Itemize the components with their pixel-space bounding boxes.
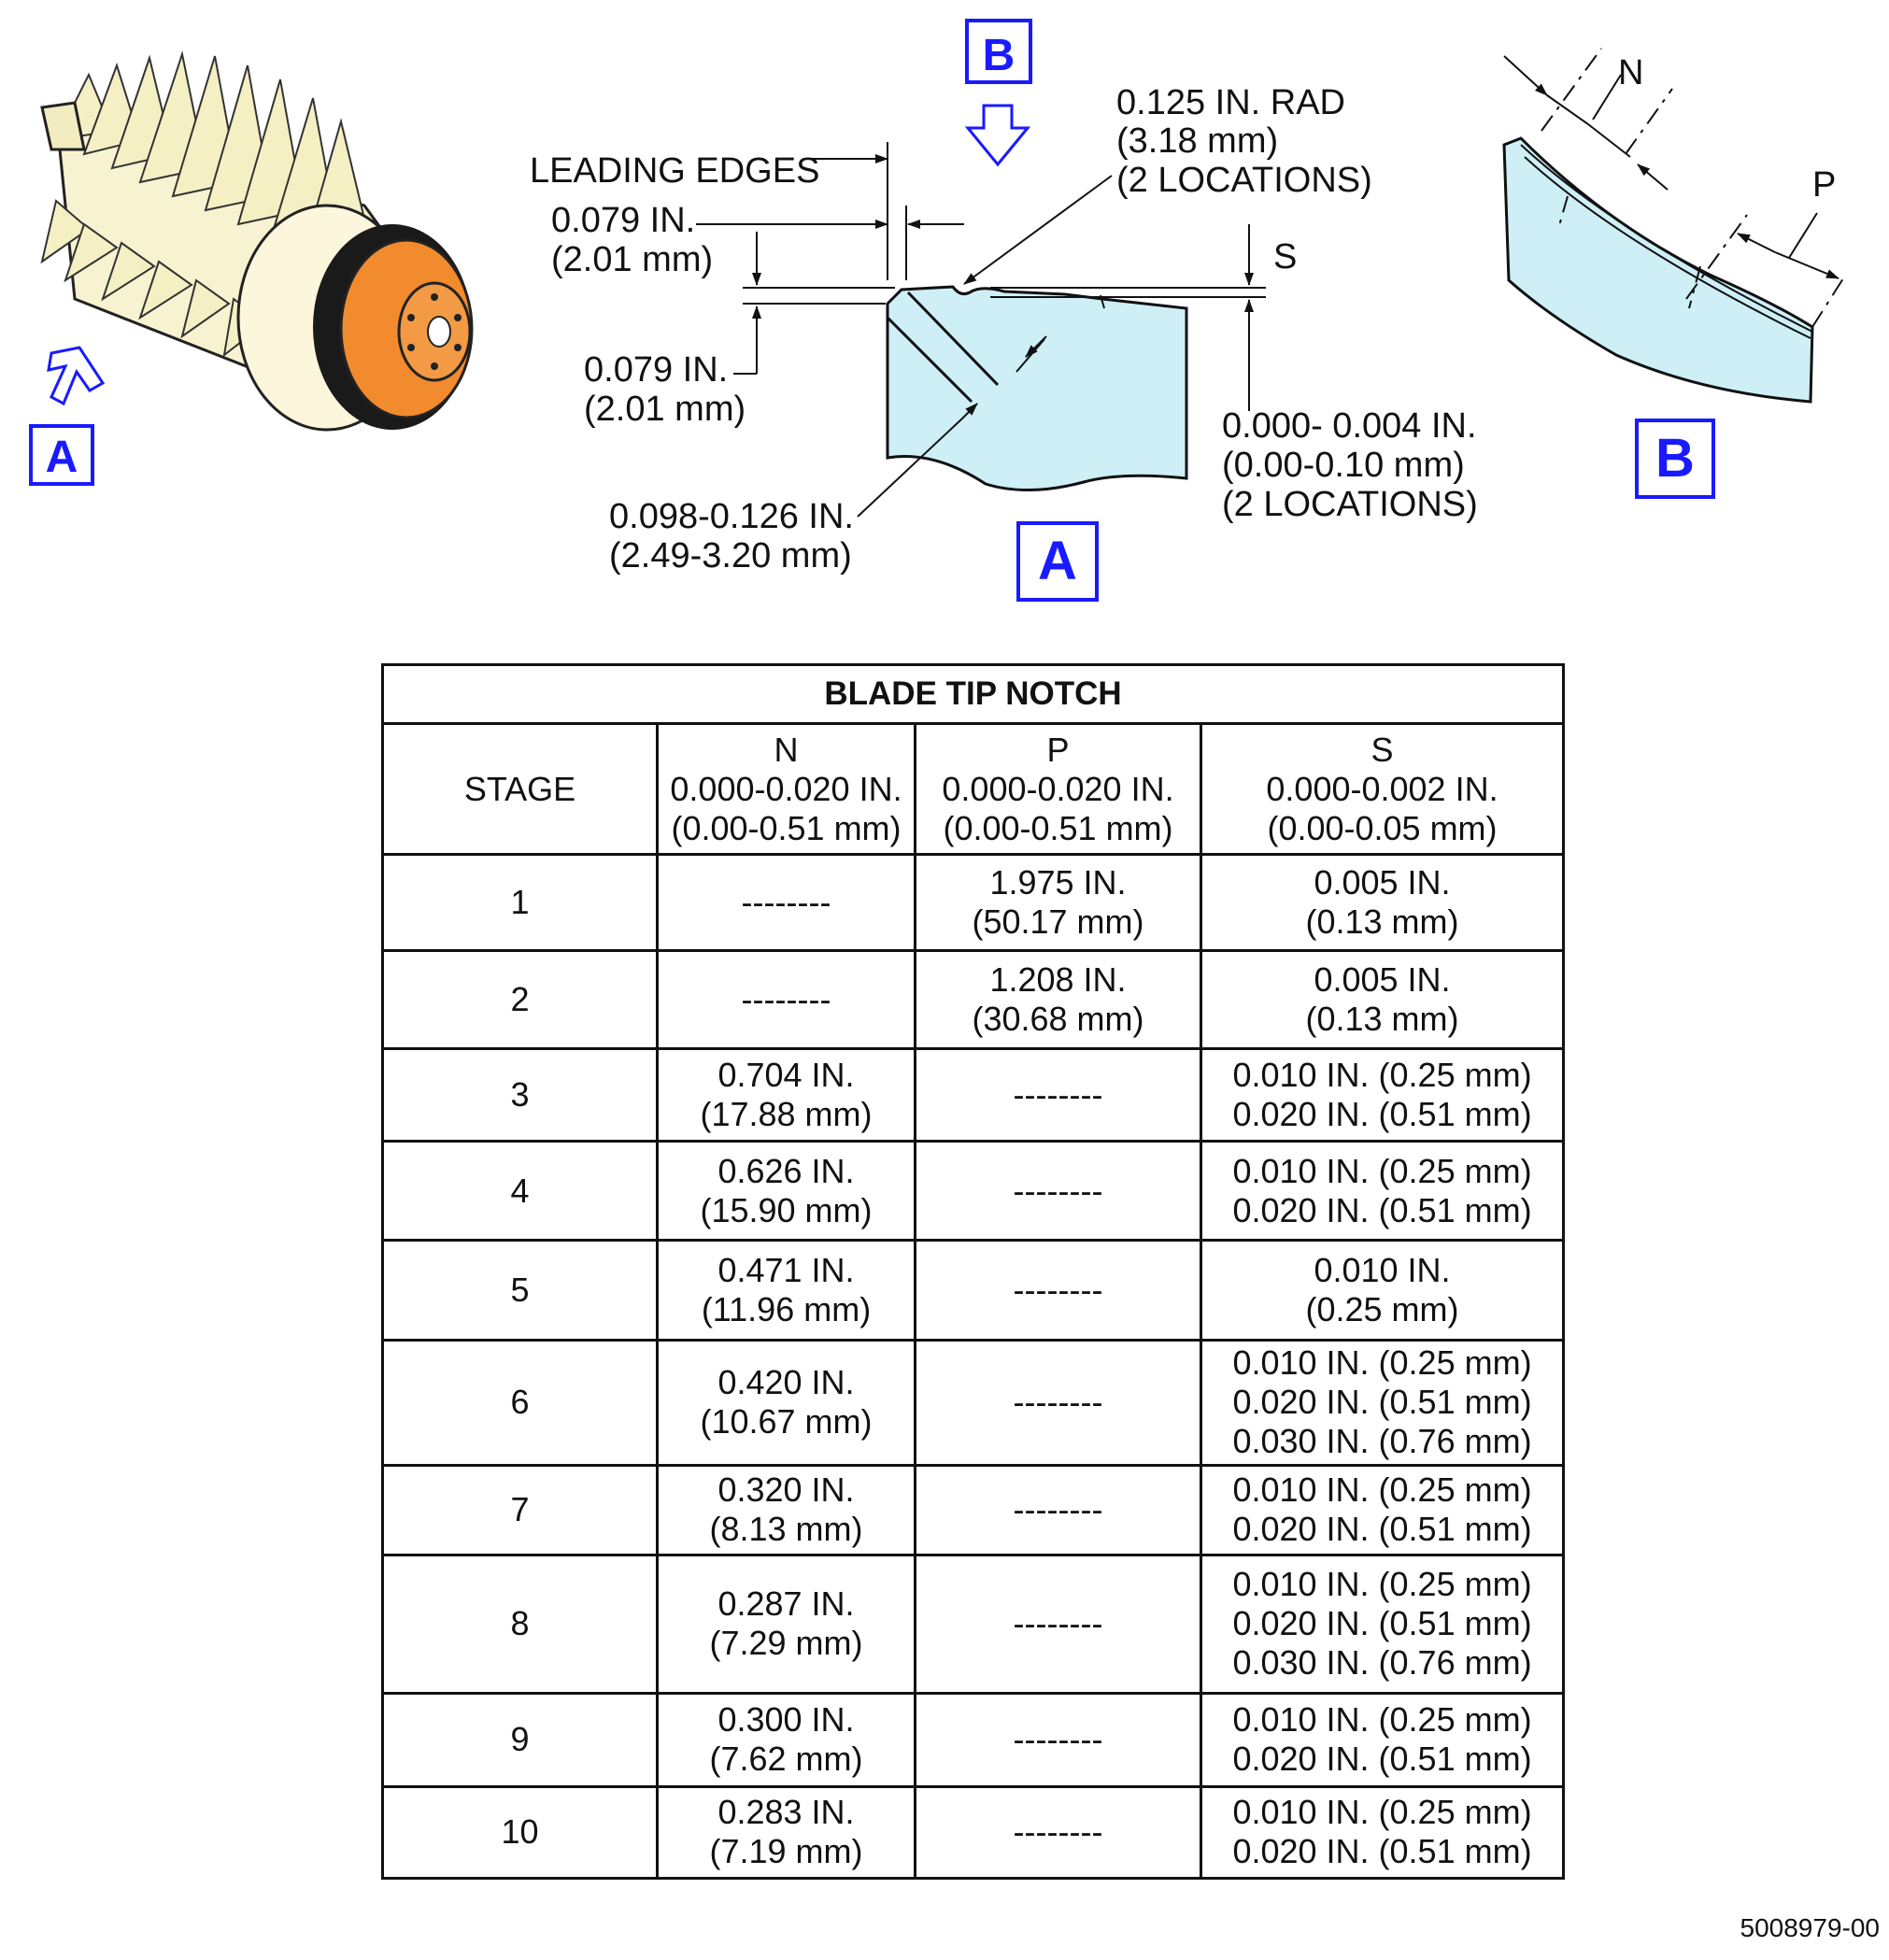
n-cell: 0.287 IN. (7.29 mm) <box>656 1553 916 1695</box>
view-a-label: A <box>46 433 78 482</box>
header-p: P 0.000-0.020 IN. (0.00-0.51 mm) <box>914 722 1202 857</box>
s-cell: 0.010 IN. (0.25 mm) 0.020 IN. (0.51 mm) <box>1200 1047 1565 1143</box>
stage-cell: 4 <box>381 1140 659 1243</box>
view-b-label-box-top <box>965 19 1032 84</box>
n-cell: 0.626 IN. (15.90 mm) <box>656 1140 916 1243</box>
leading-edges-label: LEADING EDGES <box>530 151 819 191</box>
notch-width-mm: (2.49-3.20 mm) <box>609 536 852 575</box>
s-dim-label: S <box>1273 237 1297 277</box>
s-cell: 0.010 IN. (0.25 mm) 0.020 IN. (0.51 mm) <box>1200 1784 1565 1881</box>
gap-in: 0.000- 0.004 IN. <box>1222 406 1477 446</box>
n-cell: -------- <box>656 949 916 1051</box>
n-cell: 0.420 IN. (10.67 mm) <box>656 1338 916 1467</box>
view-b-label-top: B <box>983 31 1016 80</box>
table-row: 6 0.420 IN. (10.67 mm) -------- 0.010 IN… <box>381 1338 1565 1467</box>
gap-locations: (2 LOCATIONS) <box>1222 485 1478 524</box>
p-cell: -------- <box>914 1239 1202 1342</box>
dim-top-in: 0.079 IN. <box>551 201 695 240</box>
p-cell: -------- <box>914 1463 1202 1556</box>
table-row: 4 0.626 IN. (15.90 mm) -------- 0.010 IN… <box>381 1140 1565 1243</box>
compressor-rotor-illustration <box>40 50 474 432</box>
stage-cell: 7 <box>381 1463 659 1556</box>
s-cell: 0.010 IN. (0.25 mm) 0.020 IN. (0.51 mm) <box>1200 1463 1565 1556</box>
n-cell: 0.300 IN. (7.62 mm) <box>656 1691 916 1788</box>
n-cell: 0.283 IN. (7.19 mm) <box>656 1784 916 1881</box>
header-s: S 0.000-0.002 IN. (0.00-0.05 mm) <box>1200 722 1565 857</box>
table-row: 8 0.287 IN. (7.29 mm) -------- 0.010 IN.… <box>381 1553 1565 1695</box>
dim-top-mm: (2.01 mm) <box>551 240 713 279</box>
notch-width-in: 0.098-0.126 IN. <box>609 497 854 536</box>
blade-tip-notch-table: BLADE TIP NOTCH STAGE N 0.000-0.020 IN. … <box>381 662 1565 1881</box>
view-b-arrow <box>964 104 1031 167</box>
n-dim-label: N <box>1618 53 1643 92</box>
table-row: 10 0.283 IN. (7.19 mm) -------- 0.010 IN… <box>381 1784 1565 1881</box>
s-cell: 0.010 IN. (0.25 mm) 0.020 IN. (0.51 mm) <box>1200 1691 1565 1788</box>
p-cell: 1.975 IN. (50.17 mm) <box>914 853 1202 953</box>
p-cell: -------- <box>914 1140 1202 1243</box>
stage-cell: 8 <box>381 1553 659 1695</box>
s-cell: 0.005 IN. (0.13 mm) <box>1200 949 1565 1051</box>
s-cell: 0.010 IN. (0.25 mm) <box>1200 1239 1565 1342</box>
s-cell: 0.010 IN. (0.25 mm) 0.020 IN. (0.51 mm) <box>1200 1140 1565 1243</box>
table-title: BLADE TIP NOTCH <box>381 662 1565 726</box>
stage-cell: 3 <box>381 1047 659 1143</box>
p-cell: 1.208 IN. (30.68 mm) <box>914 949 1202 1051</box>
detail-b-blade <box>1502 136 1814 404</box>
p-dim-label: P <box>1812 165 1836 205</box>
blade-notch-drawing: A B A LEADING EDGES 0.079 IN. (2.01 mm) … <box>29 19 1846 602</box>
table-row: 5 0.471 IN. (11.96 mm) -------- 0.010 IN… <box>381 1239 1565 1342</box>
table-row: 7 0.320 IN. (8.13 mm) -------- 0.010 IN.… <box>381 1463 1565 1556</box>
detail-a-blade <box>886 285 1188 492</box>
stage-cell: 9 <box>381 1691 659 1788</box>
view-a-arrow <box>47 346 106 406</box>
table-row: 3 0.704 IN. (17.88 mm) -------- 0.010 IN… <box>381 1047 1565 1143</box>
s-cell: 0.005 IN. (0.13 mm) <box>1200 853 1565 953</box>
p-cell: -------- <box>914 1784 1202 1881</box>
dim-side-mm: (2.01 mm) <box>584 390 746 429</box>
header-stage: STAGE <box>381 722 659 857</box>
stage-cell: 2 <box>381 949 659 1051</box>
s-cell: 0.010 IN. (0.25 mm) 0.020 IN. (0.51 mm) … <box>1200 1553 1565 1695</box>
figure-id: 5008979-00 <box>1740 1913 1880 1942</box>
n-cell: 0.704 IN. (17.88 mm) <box>656 1047 916 1143</box>
gap-mm: (0.00-0.10 mm) <box>1222 446 1465 485</box>
table-row: 2 -------- 1.208 IN. (30.68 mm) 0.005 IN… <box>381 949 1565 1051</box>
detail-b-label: B <box>1655 428 1695 489</box>
header-n: N 0.000-0.020 IN. (0.00-0.51 mm) <box>656 722 916 857</box>
stage-cell: 10 <box>381 1784 659 1881</box>
table-row: 9 0.300 IN. (7.62 mm) -------- 0.010 IN.… <box>381 1691 1565 1788</box>
rad-mm: (3.18 mm) <box>1116 121 1278 161</box>
stage-cell: 1 <box>381 853 659 953</box>
p-cell: -------- <box>914 1691 1202 1788</box>
detail-b-label-box <box>1635 419 1715 499</box>
detail-a-label-box <box>1016 521 1099 602</box>
p-cell: -------- <box>914 1338 1202 1467</box>
dim-side-in: 0.079 IN. <box>584 350 728 390</box>
n-cell: 0.320 IN. (8.13 mm) <box>656 1463 916 1556</box>
n-cell: -------- <box>656 853 916 953</box>
table-row: 1 -------- 1.975 IN. (50.17 mm) 0.005 IN… <box>381 853 1565 953</box>
view-a-label-box <box>29 424 94 486</box>
stage-cell: 5 <box>381 1239 659 1342</box>
stage-cell: 6 <box>381 1338 659 1467</box>
s-cell: 0.010 IN. (0.25 mm) 0.020 IN. (0.51 mm) … <box>1200 1338 1565 1467</box>
detail-a-label: A <box>1038 531 1077 591</box>
p-cell: -------- <box>914 1047 1202 1143</box>
rad-in: 0.125 IN. RAD <box>1116 83 1345 122</box>
rad-locations: (2 LOCATIONS) <box>1116 161 1372 200</box>
n-cell: 0.471 IN. (11.96 mm) <box>656 1239 916 1342</box>
p-cell: -------- <box>914 1553 1202 1695</box>
